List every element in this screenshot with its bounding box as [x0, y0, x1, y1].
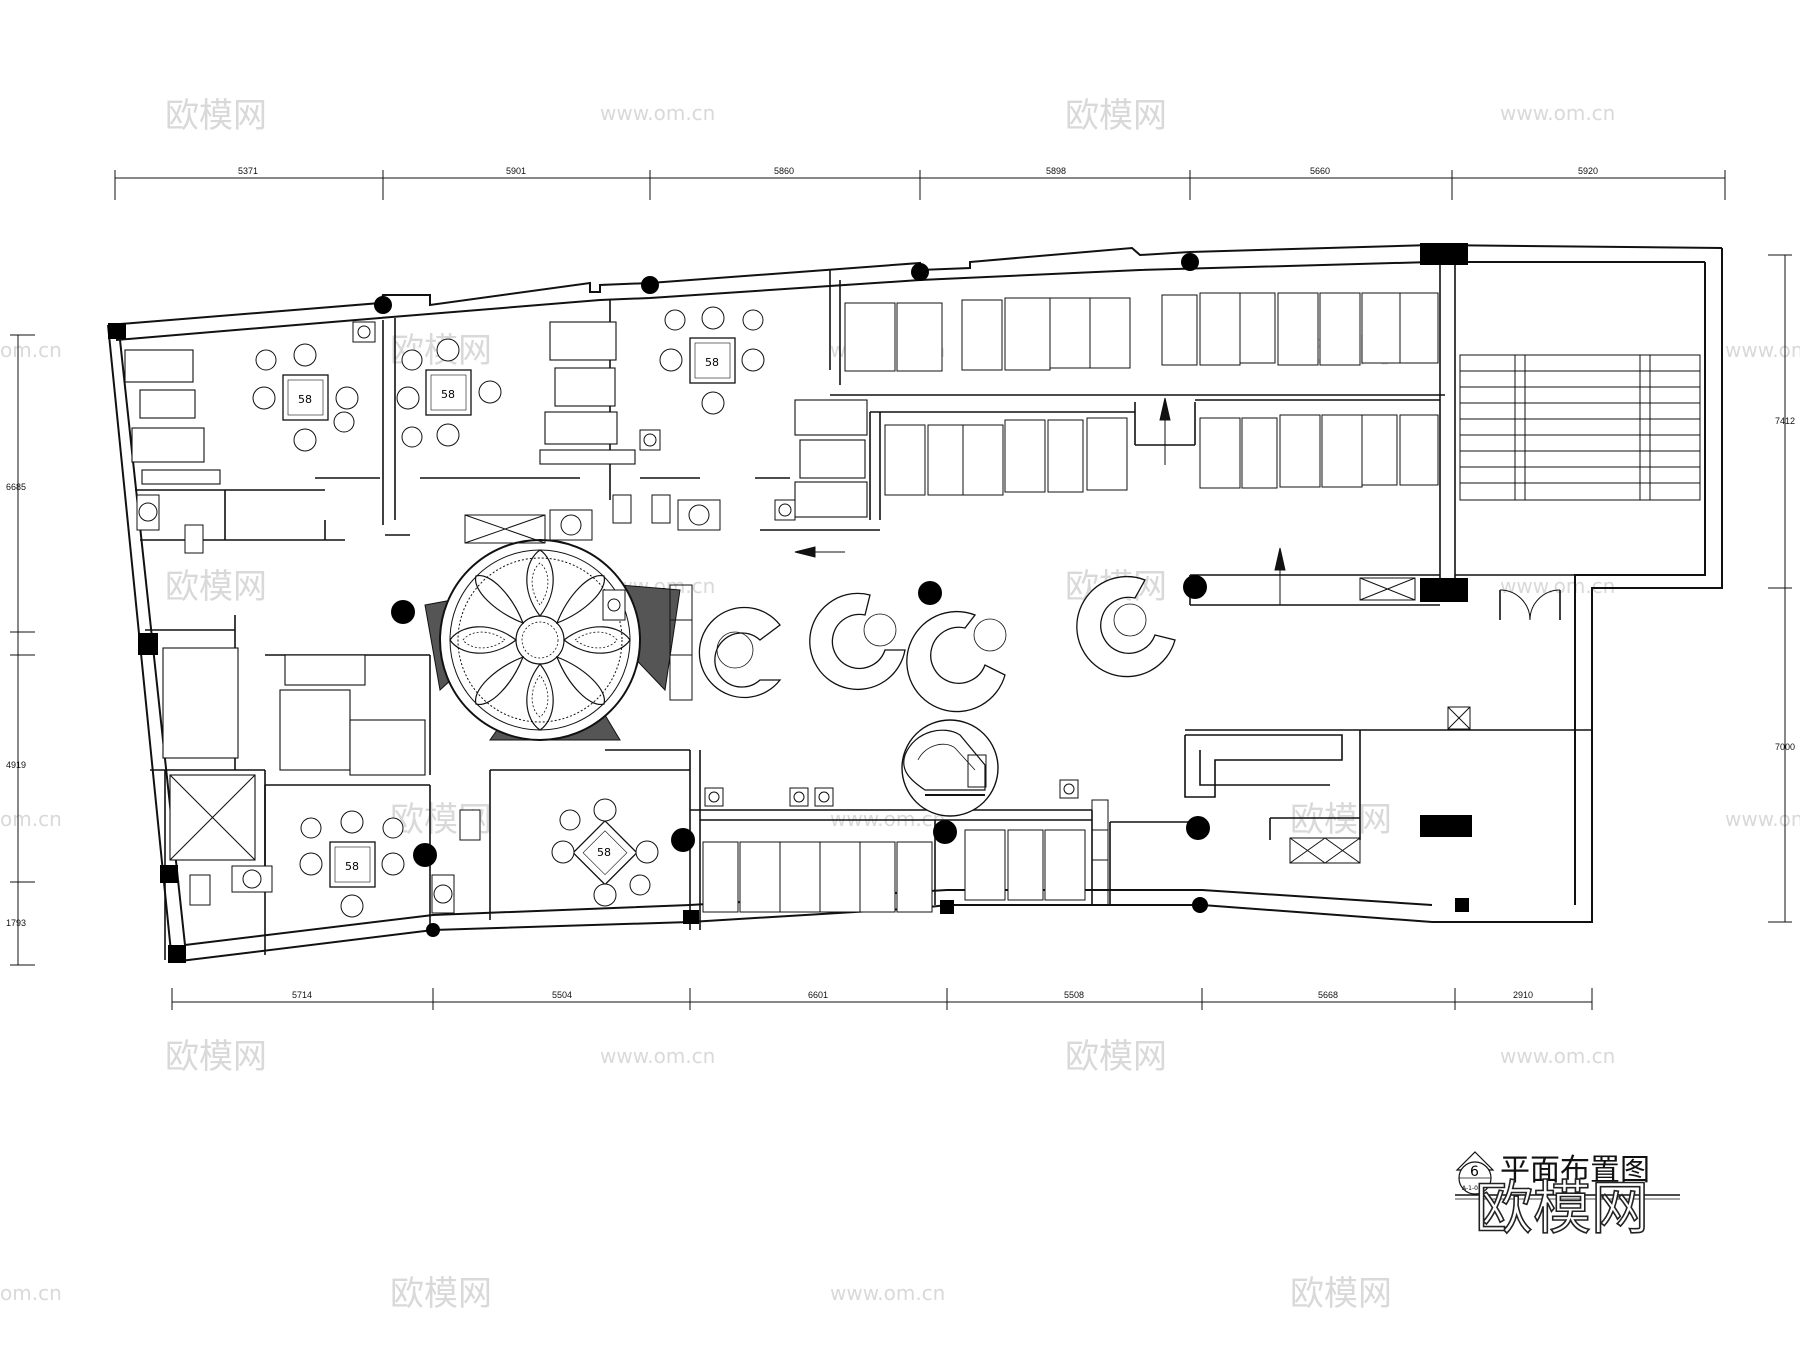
column-round	[1186, 816, 1210, 840]
column-square	[1420, 243, 1468, 265]
curved-booth-inner	[716, 603, 1147, 669]
column-round	[933, 820, 957, 844]
dimension-label: 5508	[1064, 990, 1084, 1000]
mahjong-table	[282, 374, 329, 421]
mahjong-chairs	[252, 306, 765, 918]
vip-sofas	[124, 321, 868, 861]
column-square	[1420, 815, 1472, 837]
drawing-title: 平面布置图	[1500, 1153, 1650, 1188]
column-round	[391, 600, 415, 624]
dimension-label: 5504	[552, 990, 572, 1000]
drawing-sheet-ref: A-1-01	[1462, 1185, 1482, 1192]
dimension-label: 7000	[1775, 742, 1795, 752]
mahjong-table-label: 58	[345, 860, 359, 873]
watermark-url: www.om.cn	[1500, 101, 1615, 125]
dimension-label: 6685	[6, 482, 26, 492]
column-round	[374, 296, 392, 314]
grand-piano	[901, 719, 999, 817]
column-round	[671, 828, 695, 852]
mahjong-table-label: 58	[298, 393, 312, 406]
watermark-logo: 欧模网	[1290, 1274, 1392, 1314]
dimension-label: 5668	[1318, 990, 1338, 1000]
column-round	[413, 843, 437, 867]
dimension-left-labels: 6685 4919 1793	[6, 482, 26, 928]
watermark-url: www.om.cn	[1500, 1044, 1615, 1068]
dimension-label: 2910	[1513, 990, 1533, 1000]
watermark-edge: om.cn	[0, 1281, 62, 1305]
dimension-label: 6601	[808, 990, 828, 1000]
curved-booths	[698, 575, 1176, 713]
dimension-label: 5901	[506, 166, 526, 176]
column-round	[1192, 897, 1208, 913]
column-square	[940, 900, 954, 914]
watermark-edge: om.cn	[0, 807, 62, 831]
column-square	[1420, 578, 1468, 602]
column-square	[138, 633, 158, 655]
column-square	[108, 323, 126, 339]
booth-seating-row-mid	[884, 414, 1439, 496]
watermark-logo: 欧模网	[165, 1037, 267, 1077]
dimension-right	[1768, 254, 1792, 923]
mahjong-table	[425, 369, 472, 416]
dimension-label: 7412	[1775, 416, 1795, 426]
mahjong-table-label: 58	[597, 846, 611, 859]
drawing-number: 6	[1470, 1164, 1479, 1180]
dimension-label: 5660	[1310, 166, 1330, 176]
watermark-url: www.om.cn	[1725, 807, 1800, 831]
dimension-label: 5714	[292, 990, 312, 1000]
column-square	[168, 945, 186, 963]
column-round	[1183, 575, 1207, 599]
column-round	[641, 276, 659, 294]
floor-medallions	[136, 494, 721, 914]
watermark-edge: om.cn	[0, 338, 62, 362]
watermark-url: www.om.cn	[830, 807, 945, 831]
mahjong-table-label: 58	[705, 356, 719, 369]
dimension-bottom	[171, 988, 1593, 1010]
watermark-logo: 欧模网	[390, 1274, 492, 1314]
dimension-top-labels: 5371 5901 5860 5898 5660 5920	[238, 166, 1598, 176]
watermark-logo: 欧模网	[1065, 1037, 1167, 1077]
watermark-url: www.om.cn	[830, 1281, 945, 1305]
column-square	[683, 910, 699, 924]
column-square	[1455, 898, 1469, 912]
watermark-url: www.om.cn	[600, 1044, 715, 1068]
dimension-right-labels: 7412 7000	[1775, 416, 1795, 752]
drawing-title-block: 6 A-1-01 平面布置图 欧模网	[1455, 1151, 1680, 1243]
dimension-label: 5860	[774, 166, 794, 176]
column-round	[426, 923, 440, 937]
column-round	[918, 581, 942, 605]
dimension-label: 4919	[6, 760, 26, 770]
dimension-label: 1793	[6, 918, 26, 928]
column-round	[1181, 253, 1199, 271]
mahjong-table	[572, 819, 638, 886]
dimension-label: 5920	[1578, 166, 1598, 176]
booth-seating-row-top	[844, 292, 1439, 372]
watermark-logo: 欧模网	[1290, 800, 1392, 840]
central-rosette	[424, 539, 681, 741]
mahjong-table-label: 58	[441, 388, 455, 401]
dimension-label: 5898	[1046, 166, 1066, 176]
dimension-top	[114, 170, 1726, 200]
staircase	[1459, 354, 1701, 621]
watermark-layer: 欧模网 www.om.cn 欧模网 www.om.cn om.cn 欧模网 ww…	[0, 96, 1800, 1314]
watermark-logo: 欧模网	[165, 567, 267, 607]
watermark-logo: 欧模网	[1065, 96, 1167, 136]
watermark-url: www.om.cn	[1725, 338, 1800, 362]
watermark-url: www.om.cn	[1500, 574, 1615, 598]
dimension-label: 5371	[238, 166, 258, 176]
corner-watermark-logo: 欧模网	[1475, 1174, 1649, 1242]
direction-arrows	[794, 397, 1286, 605]
mahjong-table	[329, 841, 376, 888]
small-fixtures	[184, 321, 1079, 906]
dimension-left	[10, 334, 35, 966]
column-round	[911, 263, 929, 281]
watermark-url: www.om.cn	[600, 101, 715, 125]
booth-seating-row-bottom	[702, 829, 1086, 913]
dimension-bottom-labels: 5714 5504 6601 5508 5668 2910	[292, 990, 1533, 1000]
service-cabinets	[464, 514, 1471, 906]
watermark-logo: 欧模网	[165, 96, 267, 136]
column-square	[160, 865, 178, 883]
mahjong-table	[689, 337, 736, 384]
